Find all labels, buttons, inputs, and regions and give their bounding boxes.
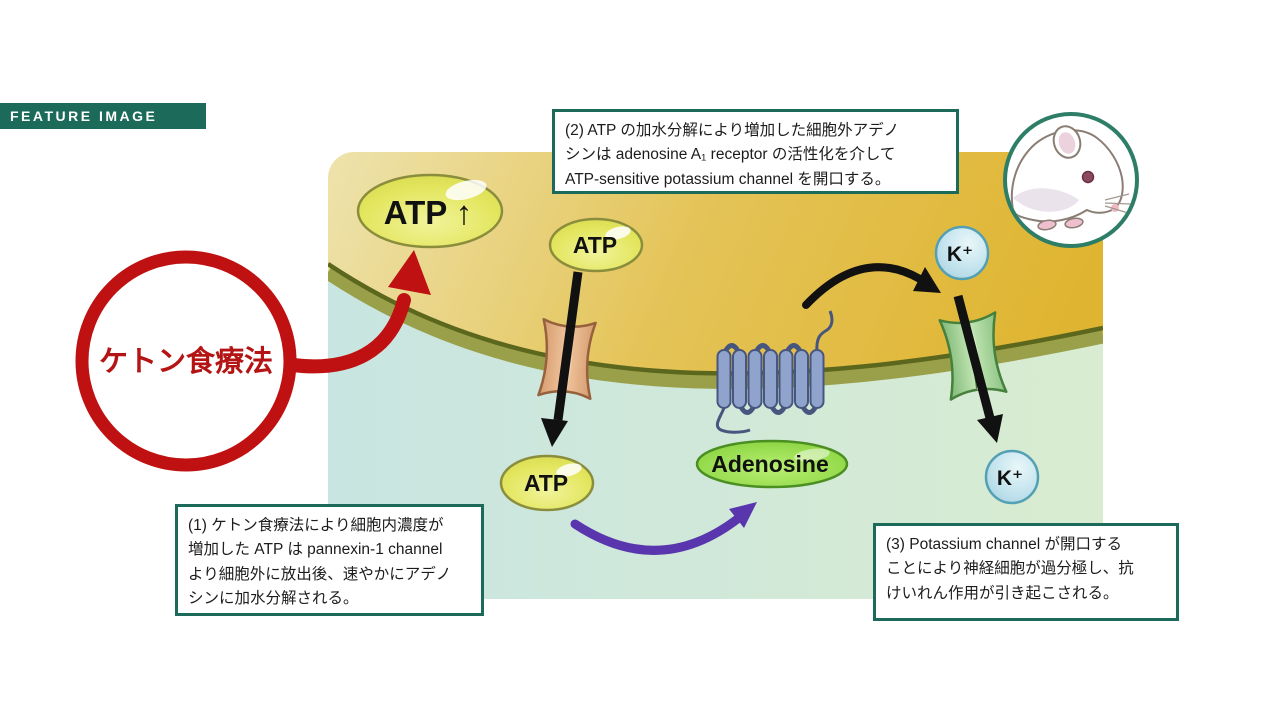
- note-line: シンに加水分解される。: [188, 590, 359, 608]
- note-line: (2) ATP の加水分解により増加した細胞外アデノ: [565, 122, 900, 139]
- feature-image-banner-label: FEATURE IMAGE: [10, 108, 158, 124]
- note-line: (3) Potassium channel が開口する: [886, 536, 1123, 553]
- k-ion-bottom-label: K⁺: [997, 467, 1023, 490]
- ketone-diet-circle: [75, 250, 297, 472]
- note-line: ATP-sensitive potassium channel を開口する。: [565, 170, 891, 188]
- atp-bottom-label: ATP: [524, 470, 568, 496]
- k-ion-top: K⁺: [934, 225, 990, 281]
- atp-increase-ellipse: ATP ↑: [356, 173, 504, 249]
- atp-top-ellipse: ATP: [548, 217, 644, 273]
- note-line: シンは adenosine A₁ receptor の活性化を介して: [565, 146, 896, 164]
- receptor-activation-arrow: [802, 263, 941, 309]
- note-line: けいれん作用が引き起こされる。: [886, 584, 1119, 602]
- note-line: より細胞外に放出後、速やかにアデノ: [188, 565, 452, 583]
- k-ion-bottom: K⁺: [984, 449, 1040, 505]
- gloss-highlight: [445, 179, 487, 201]
- note-step1: (1) ケトン食療法により細胞内濃度が 増加した ATP は pannexin-…: [175, 504, 484, 616]
- adenosine-a1-receptor: [715, 310, 834, 434]
- note-step3: (3) Potassium channel が開口する ことにより神経細胞が過分…: [873, 523, 1179, 621]
- note-line: 増加した ATP は pannexin-1 channel: [188, 541, 443, 559]
- atp-top-label: ATP: [573, 232, 617, 258]
- k-ion-top-label: K⁺: [947, 243, 973, 266]
- ketone-diet-label: ケトン食療法: [99, 344, 273, 378]
- note-line: (1) ケトン食療法により細胞内濃度が: [188, 517, 444, 534]
- gloss-highlight: [556, 463, 582, 477]
- note-step2: (2) ATP の加水分解により増加した細胞外アデノ シンは adenosine…: [552, 109, 959, 194]
- atp-bottom-ellipse: ATP: [499, 454, 595, 512]
- adenosine-label: Adenosine: [711, 451, 829, 477]
- atp-increase-label: ATP ↑: [384, 194, 473, 231]
- extracellular-region: [328, 272, 1103, 599]
- atp-release-arrow: [541, 271, 583, 447]
- adenosine-ellipse: Adenosine: [695, 439, 849, 489]
- gloss-highlight: [794, 448, 830, 462]
- potassium-efflux-arrow: [953, 294, 1003, 443]
- lab-mouse-icon: [1003, 112, 1139, 248]
- ketone-arrow: [286, 250, 431, 374]
- note-line: ことにより神経細胞が過分極し、抗: [886, 560, 1134, 578]
- hydrolysis-arrow: [570, 502, 757, 555]
- feature-image-banner: FEATURE IMAGE: [0, 103, 206, 129]
- gloss-highlight: [605, 226, 631, 240]
